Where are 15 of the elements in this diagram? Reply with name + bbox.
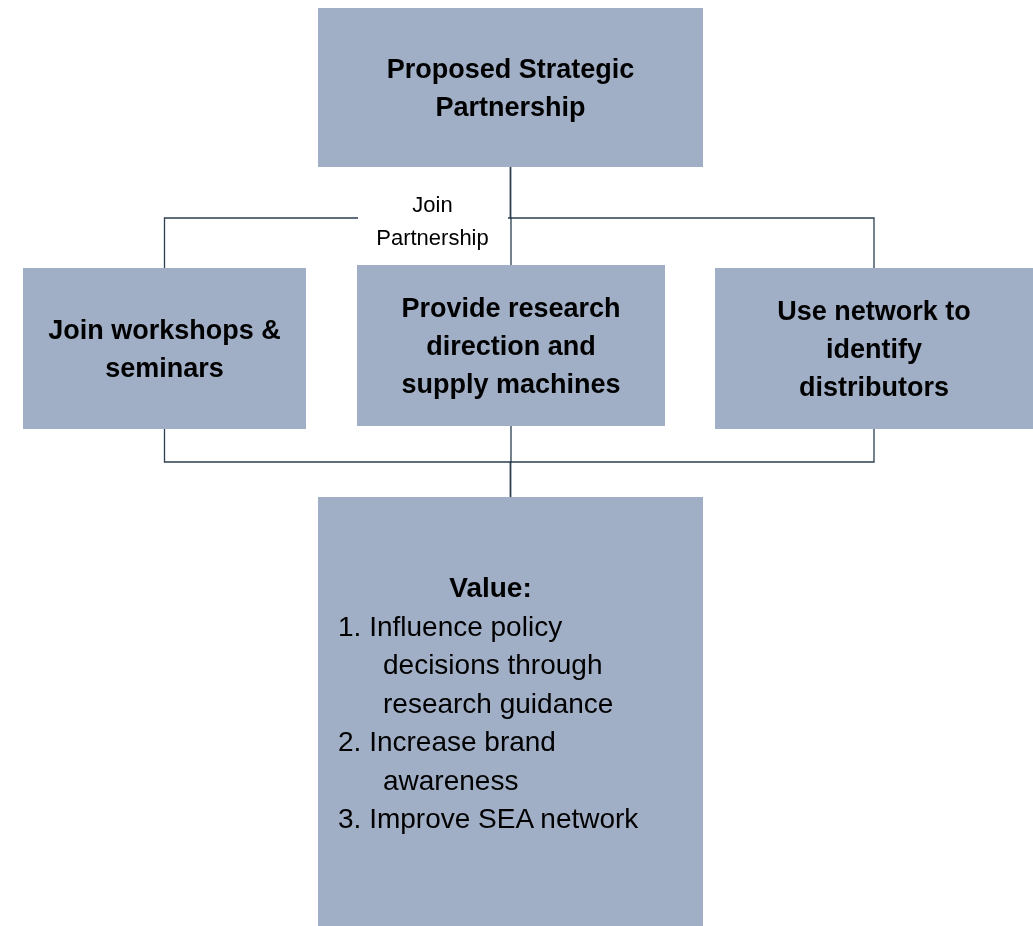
box-label: Use network to identify distributors xyxy=(777,294,971,404)
process-box xyxy=(715,268,1033,429)
list-item: 2. Increase brand awareness xyxy=(338,725,557,798)
box-label: Join workshops & seminars xyxy=(47,313,282,385)
value-box xyxy=(318,497,703,926)
connector-line xyxy=(509,166,875,269)
connector-line xyxy=(509,428,875,498)
box-heading: Value: xyxy=(449,571,532,605)
process-box xyxy=(23,268,306,429)
process-box xyxy=(318,8,703,167)
process-box xyxy=(357,265,665,426)
box-label: Proposed Strategic Partnership xyxy=(385,52,636,124)
list-item: 3. Improve SEA network xyxy=(338,802,640,836)
list-item: 1. Influence policy decisions through research guidance xyxy=(338,609,615,721)
box-label: Provide research direction and supply machines xyxy=(400,291,622,401)
